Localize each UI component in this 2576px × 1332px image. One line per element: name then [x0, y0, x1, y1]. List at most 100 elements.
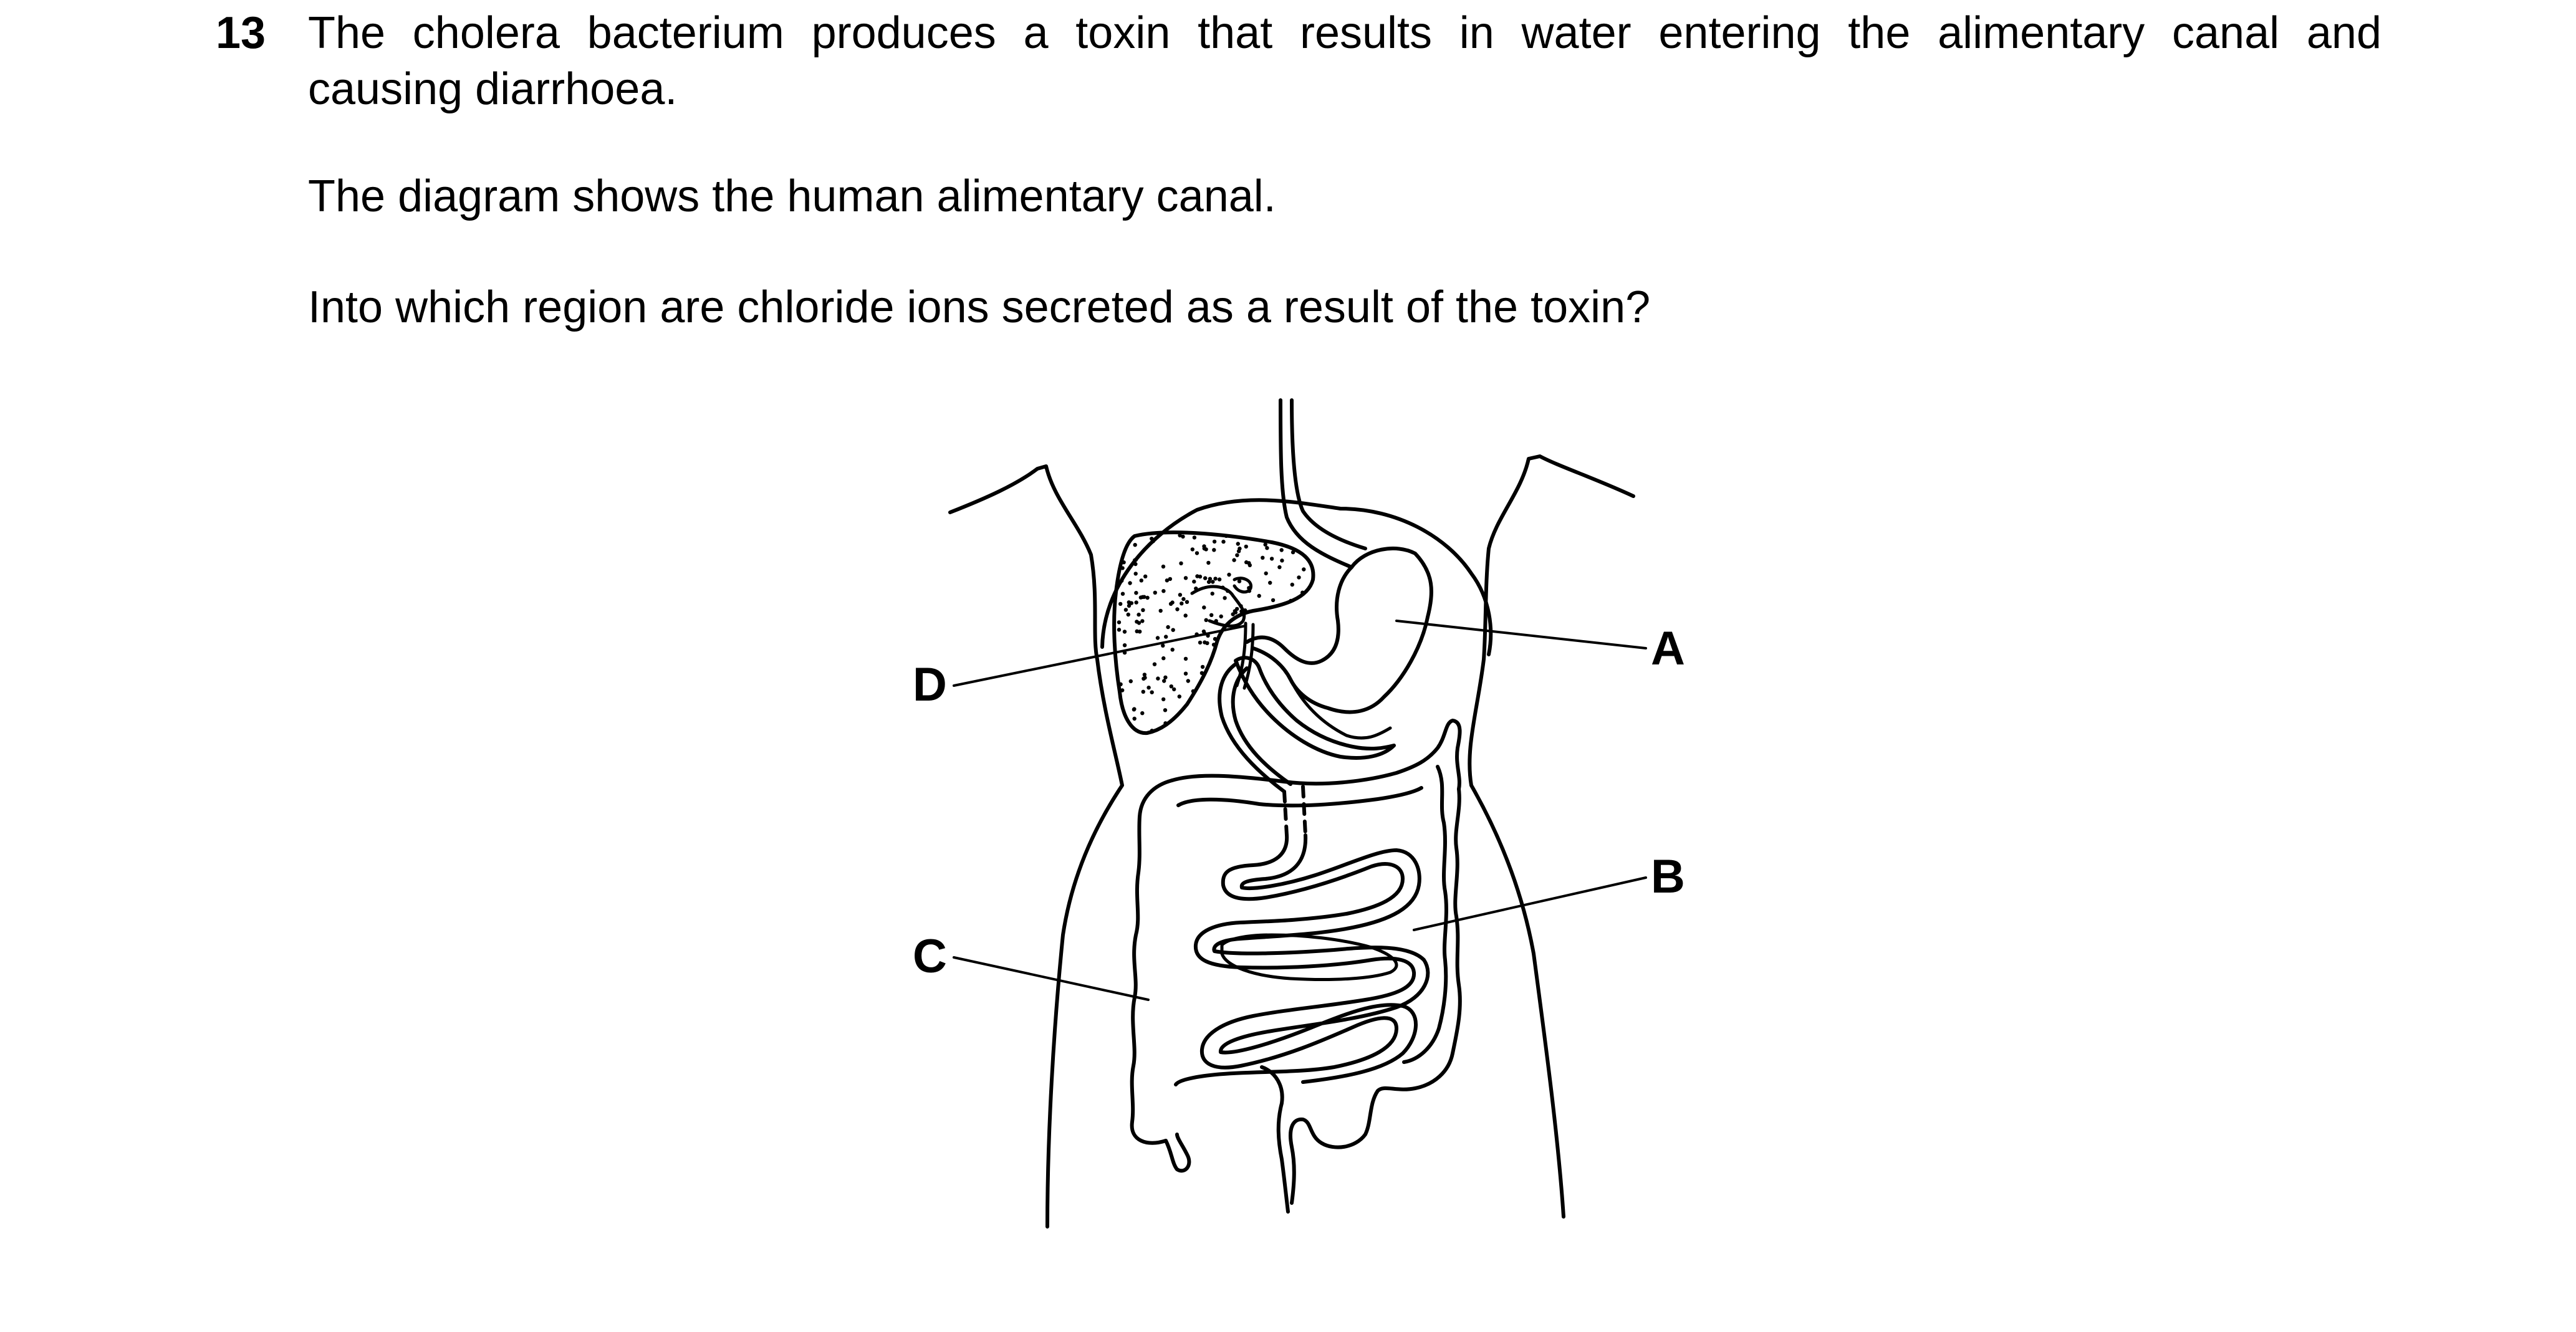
stipple-dot: [1239, 604, 1243, 608]
stipple-dot: [1203, 640, 1207, 644]
stipple-dot: [1133, 543, 1137, 547]
stipple-dot: [1235, 553, 1239, 557]
leader-c: [953, 956, 1150, 1001]
stipple-dot: [1161, 564, 1166, 569]
label-c: C: [913, 930, 947, 983]
stipple-dot: [1161, 656, 1166, 661]
stipple-dot: [1280, 558, 1284, 563]
stipple-dot: [1146, 686, 1151, 690]
stipple-dot: [1199, 671, 1204, 676]
stipple-dot: [1224, 534, 1229, 538]
stipple-dot: [1232, 558, 1236, 562]
question-number: 13: [216, 8, 266, 58]
stipple-dot: [1237, 579, 1242, 583]
stipple-dot: [1236, 542, 1241, 546]
stipple-dot: [1140, 619, 1145, 623]
stipple-dot: [1302, 567, 1306, 572]
stipple-dot: [1142, 673, 1147, 677]
label-d: D: [913, 658, 947, 711]
stipple-dot: [1133, 572, 1138, 576]
stipple-dot: [1201, 629, 1206, 634]
stipple-dot: [1122, 560, 1126, 565]
stipple-dot: [1126, 612, 1131, 617]
stipple-dot: [1279, 548, 1284, 552]
stipple-dot: [1163, 675, 1168, 680]
stipple-dot: [1300, 590, 1305, 595]
stipple-dot: [1198, 574, 1203, 579]
stipple-dot: [1194, 632, 1199, 636]
stipple-dot: [1179, 561, 1183, 565]
stipple-dot: [1178, 593, 1183, 597]
stipple-dot: [1211, 643, 1216, 647]
stipple-dot: [1137, 612, 1141, 617]
stipple-dot: [1128, 581, 1132, 585]
stipple-dot: [1141, 689, 1146, 694]
stipple-dot: [1290, 582, 1294, 587]
stipple-dot: [1271, 598, 1276, 603]
stipple-dot: [1185, 600, 1189, 604]
stipple-dot: [1204, 618, 1208, 622]
stipple-dot: [1264, 571, 1268, 576]
stipple-dot: [1150, 690, 1154, 694]
stipple-dot: [1117, 628, 1122, 632]
stipple-dot: [1170, 648, 1175, 652]
stipple-dot: [1118, 682, 1123, 687]
leader-a: [1395, 620, 1647, 649]
stipple-dot: [1247, 586, 1251, 590]
stipple-dot: [1227, 572, 1231, 577]
stipple-dot: [1171, 628, 1175, 632]
stipple-dot: [1192, 535, 1197, 540]
stipple-dot: [1161, 589, 1166, 593]
stipple-dot: [1214, 619, 1218, 623]
question-context: The diagram shows the human alimentary c…: [308, 171, 1276, 221]
stipple-dot: [1117, 620, 1122, 625]
stipple-dot: [1235, 606, 1239, 611]
body-outline: [948, 454, 1635, 1229]
question-prompt: Into which region are chloride ions secr…: [308, 282, 1651, 332]
stipple-dot: [1269, 557, 1274, 561]
stipple-dot: [1127, 603, 1132, 608]
stipple-dot: [1223, 596, 1227, 600]
stipple-dot: [1143, 676, 1147, 680]
stipple-dot: [1194, 551, 1199, 555]
stipple-dot: [1247, 563, 1252, 567]
liver-stippling: [1117, 533, 1306, 733]
stipple-dot: [1165, 578, 1170, 583]
stipple-dot: [1123, 608, 1128, 612]
stipple-dot: [1120, 592, 1125, 596]
stipple-dot: [1145, 595, 1150, 600]
stipple-dot: [1120, 688, 1125, 692]
stipple-dot: [1206, 560, 1211, 565]
stipple-dot: [1183, 671, 1188, 676]
small-intestine: [1174, 833, 1430, 1086]
stipple-dot: [1198, 640, 1203, 645]
stipple-dot: [1212, 539, 1217, 544]
stipple-dot: [1183, 613, 1188, 618]
stipple-dot: [1153, 590, 1158, 595]
stipple-dot: [1206, 633, 1210, 638]
label-leaders: [953, 620, 1647, 1001]
stipple-dot: [1122, 630, 1127, 634]
stipple-dot: [1169, 684, 1174, 689]
stipple-dot: [1186, 679, 1191, 683]
stipple-dot: [1192, 579, 1196, 584]
stipple-dot: [1142, 595, 1146, 599]
leader-b: [1413, 876, 1647, 931]
stipple-dot: [1161, 697, 1166, 702]
stipple-dot: [1150, 537, 1154, 541]
stipple-dot: [1175, 607, 1180, 611]
stipple-dot: [1183, 576, 1188, 580]
stipple-dot: [1139, 578, 1144, 583]
stipple-dot: [1156, 676, 1160, 681]
label-b: B: [1651, 850, 1685, 903]
stipple-dot: [1150, 729, 1155, 733]
stipple-dot: [1132, 707, 1137, 712]
duodenum: [1218, 661, 1307, 837]
stipple-dot: [1202, 605, 1206, 610]
stipple-dot: [1265, 546, 1269, 550]
stipple-dot: [1236, 549, 1241, 553]
stipple-dot: [1289, 598, 1293, 603]
stipple-dot: [1163, 708, 1168, 712]
stipple-dot: [1202, 546, 1207, 551]
stipple-dot: [1217, 577, 1222, 582]
